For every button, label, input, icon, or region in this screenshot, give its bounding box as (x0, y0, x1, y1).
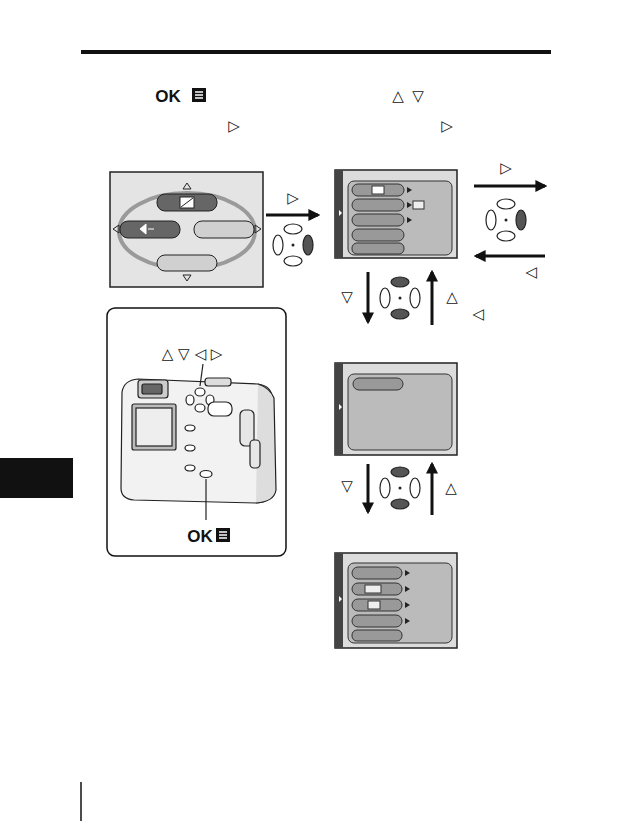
key-symbol: △ ▽ ◁ ▷ (162, 347, 222, 362)
arrow-pad-icon (380, 277, 420, 319)
key-symbol: ▷ (441, 119, 453, 134)
menu-icon (216, 528, 230, 542)
arrow-pad-icon (486, 199, 526, 241)
inset-frame (107, 308, 286, 556)
key-symbol: ▷ (228, 119, 240, 134)
arrow-pad-icon (380, 467, 420, 509)
footer-rule (80, 782, 82, 821)
menu-screen (335, 363, 457, 455)
button-label: OK (187, 528, 213, 545)
key-symbol: △ (445, 481, 457, 496)
menu-screen (335, 553, 457, 648)
menu-icon (192, 88, 206, 102)
key-symbol: ◁ (525, 265, 537, 280)
flow-arrow (266, 186, 545, 515)
header-rule (81, 50, 551, 54)
button-label: OK (155, 88, 181, 105)
camera-illustration (121, 364, 276, 520)
key-symbol: ▽ (341, 290, 353, 305)
key-symbol: △ (392, 89, 404, 104)
key-symbol: ▷ (500, 161, 512, 176)
key-symbol: ◁ (472, 307, 484, 322)
key-symbol: △ (446, 290, 458, 305)
arrow-pad-icon (273, 224, 313, 266)
menu-screen (335, 170, 457, 258)
key-symbol: ▷ (287, 191, 299, 206)
key-symbol: ▽ (412, 89, 424, 104)
key-symbol: ▽ (341, 479, 353, 494)
shortcut-screen (110, 172, 263, 287)
chapter-tab (0, 458, 73, 498)
